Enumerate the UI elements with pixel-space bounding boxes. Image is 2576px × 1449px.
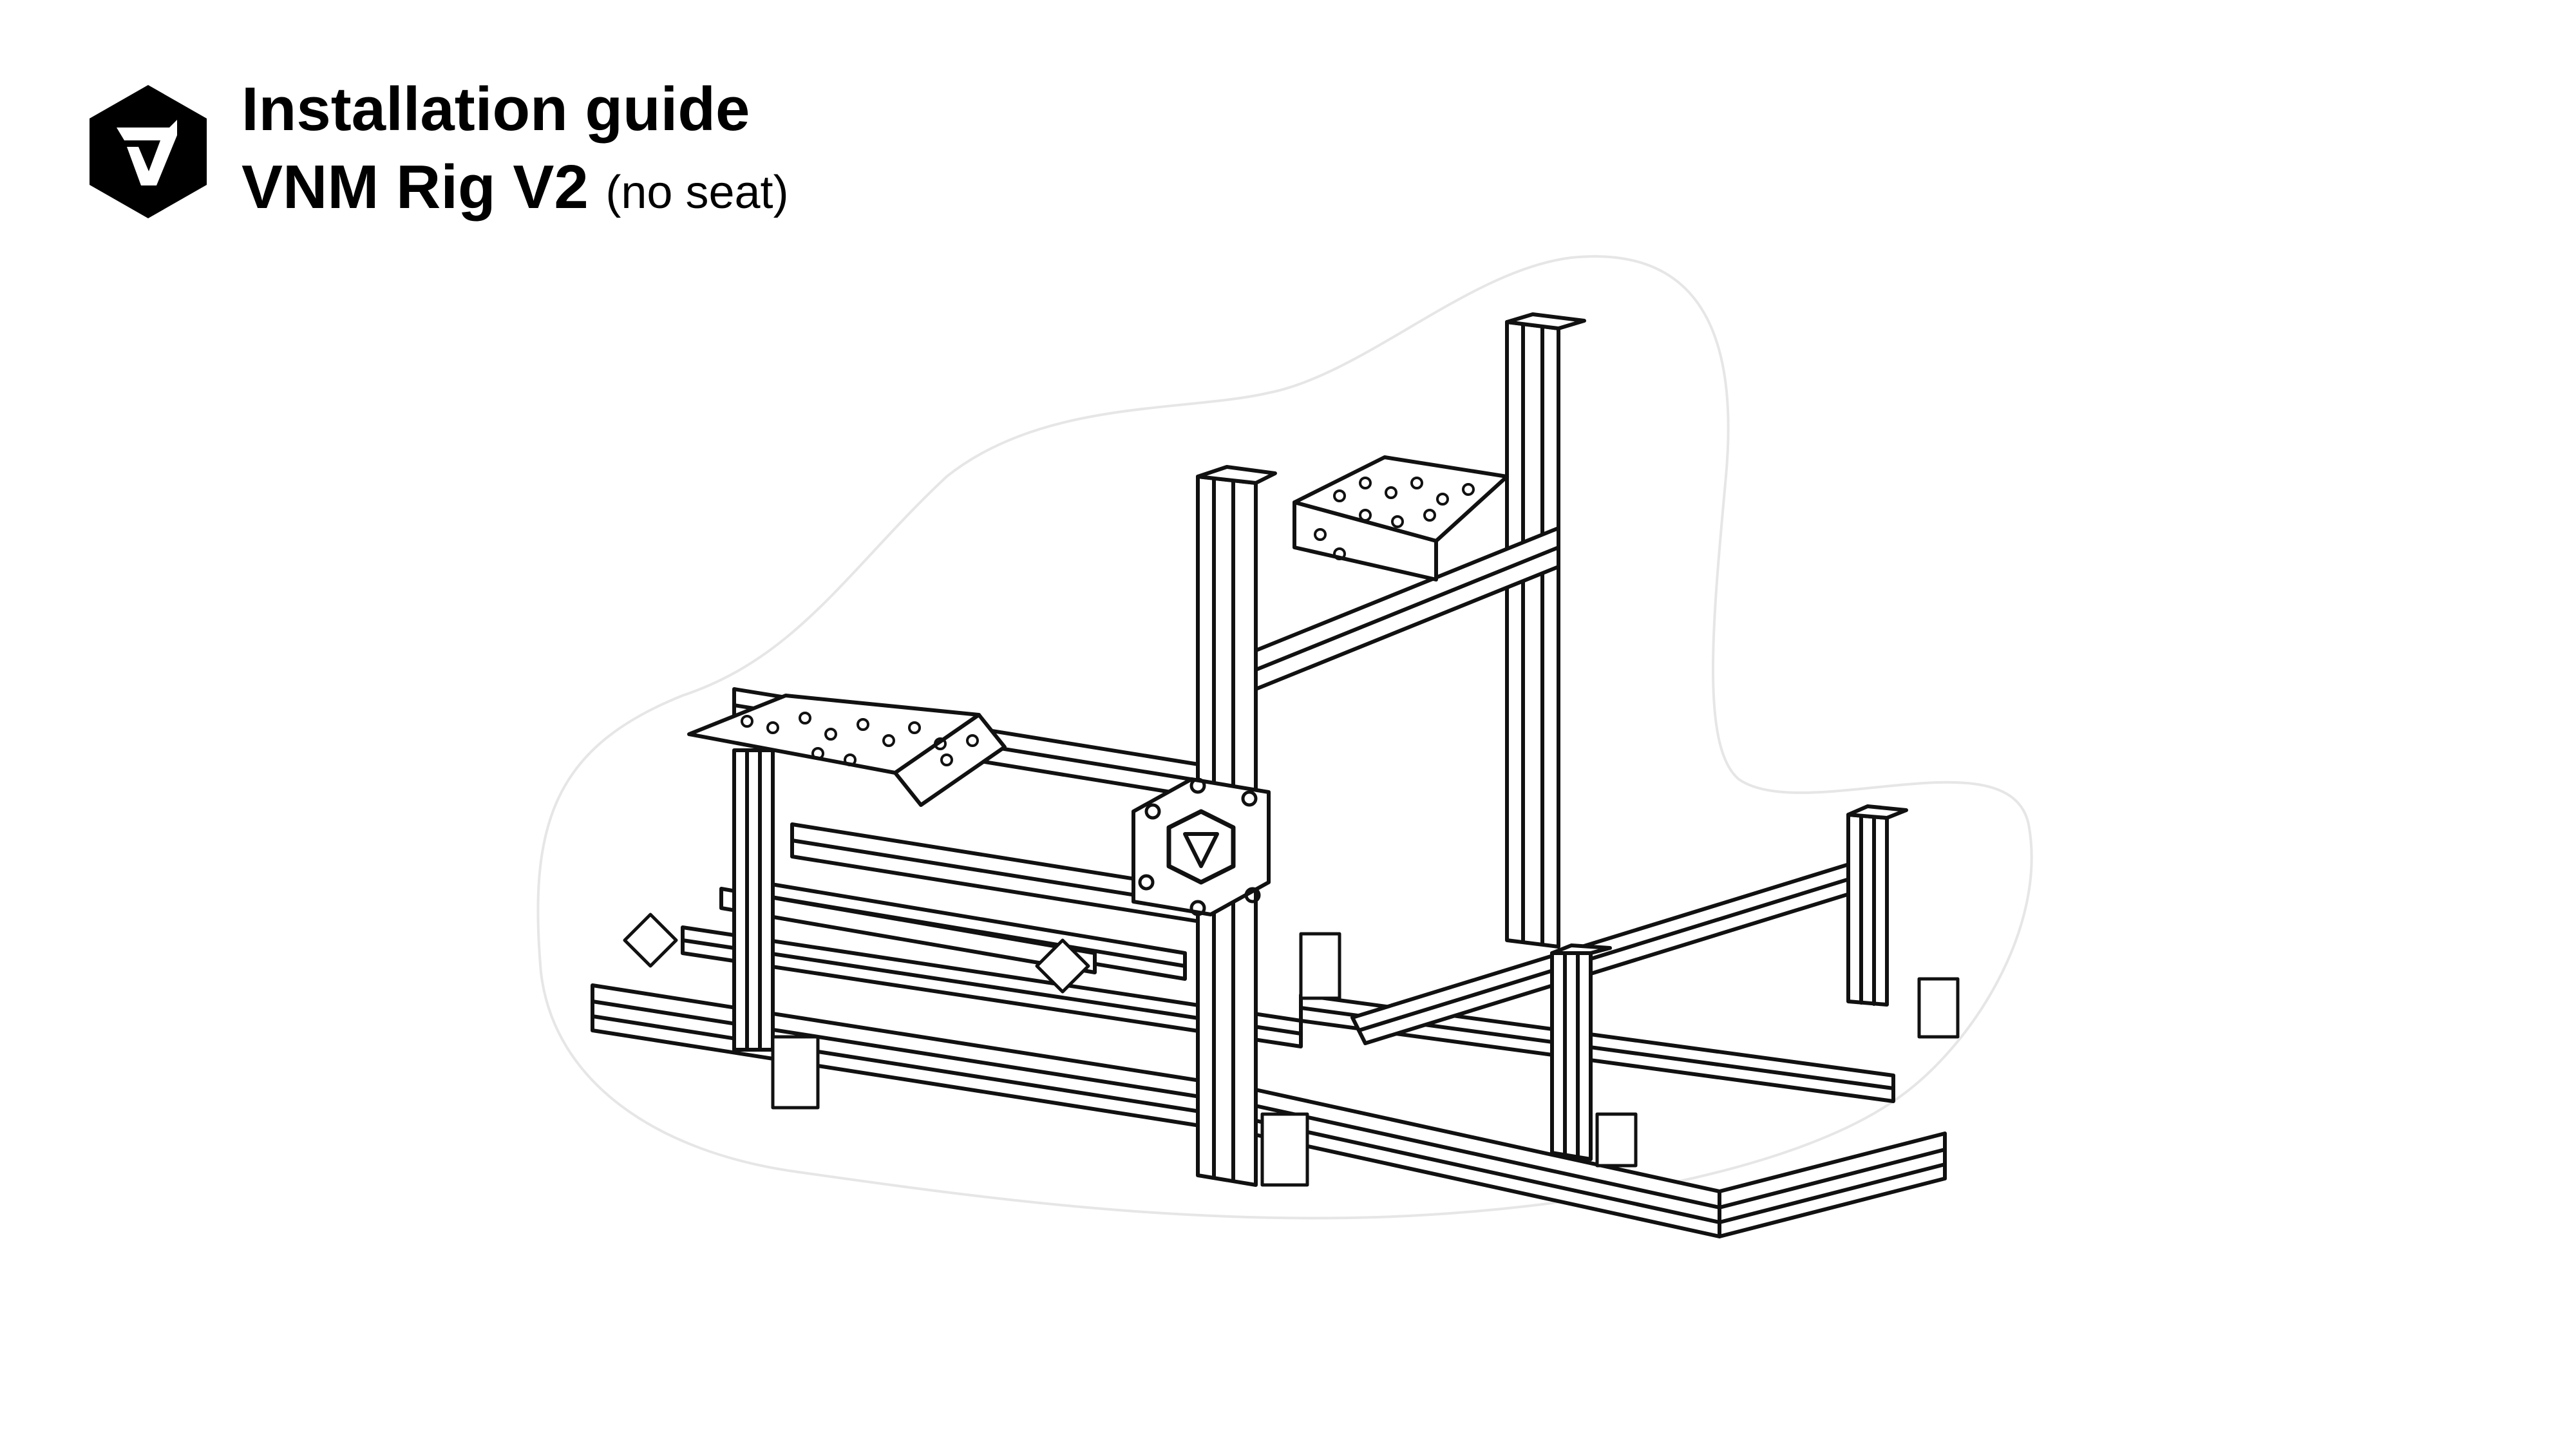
left-upright [732,748,775,1052]
upper-cross-beam [1254,526,1560,691]
left-mount-plate [687,694,1007,807]
title-block: Installation guide VNM Rig V2 (no seat) [242,72,789,224]
front-upright [1550,943,1612,1161]
corner-brackets [623,913,1960,1187]
rear-upright [1505,312,1586,949]
page-title: Installation guide [242,75,750,144]
vnm-logo-icon [90,85,207,218]
product-title: VNM Rig V2 (no seat) [242,150,789,224]
front-right-upright [1846,804,1908,1007]
upper-mount-plate [1293,455,1509,582]
sim-rig-frame-illustration [536,255,2033,1238]
base-front-rail [1718,1132,1947,1238]
center-hex-bracket [1132,777,1271,916]
product-name: VNM Rig V2 [242,153,589,222]
product-note: (no seat) [605,167,789,219]
